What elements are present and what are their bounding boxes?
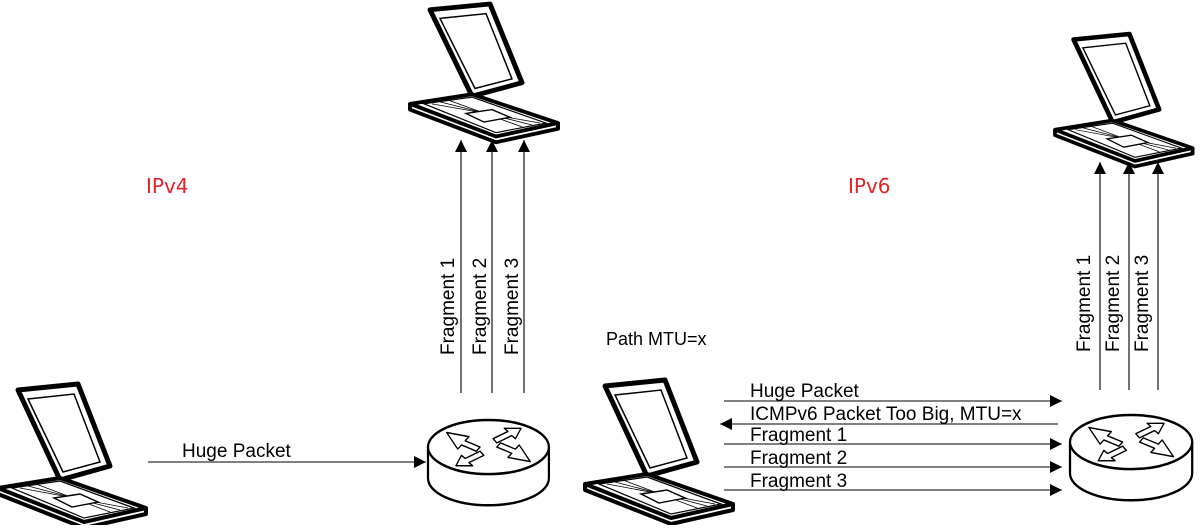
huge-packet-label: Huge Packet — [182, 441, 292, 462]
laptop-icon — [410, 4, 558, 142]
fragment-label: Fragment 2 — [1103, 255, 1124, 352]
path-mtu-label: Path MTU=x — [606, 329, 707, 349]
message-label: Fragment 2 — [750, 448, 847, 469]
laptop-icon — [0, 384, 146, 525]
fragment-label: Fragment 1 — [438, 258, 459, 355]
message-label: Fragment 3 — [750, 471, 847, 492]
router-icon — [1068, 413, 1194, 502]
message-label: Fragment 1 — [750, 425, 847, 446]
fragment-label: Fragment 2 — [470, 258, 491, 355]
fragment-label: Fragment 3 — [502, 258, 523, 355]
laptop-icon — [585, 380, 733, 524]
fragment-label: Fragment 1 — [1074, 255, 1095, 352]
message-label: Huge Packet — [750, 381, 860, 402]
router-icon — [426, 418, 551, 507]
message-label: ICMPv6 Packet Too Big, MTU=x — [750, 404, 1022, 425]
fragment-label: Fragment 3 — [1132, 255, 1153, 352]
ipv6-title: IPv6 — [848, 174, 891, 198]
laptop-icon — [1055, 34, 1193, 166]
ipv4-title: IPv4 — [146, 174, 189, 198]
